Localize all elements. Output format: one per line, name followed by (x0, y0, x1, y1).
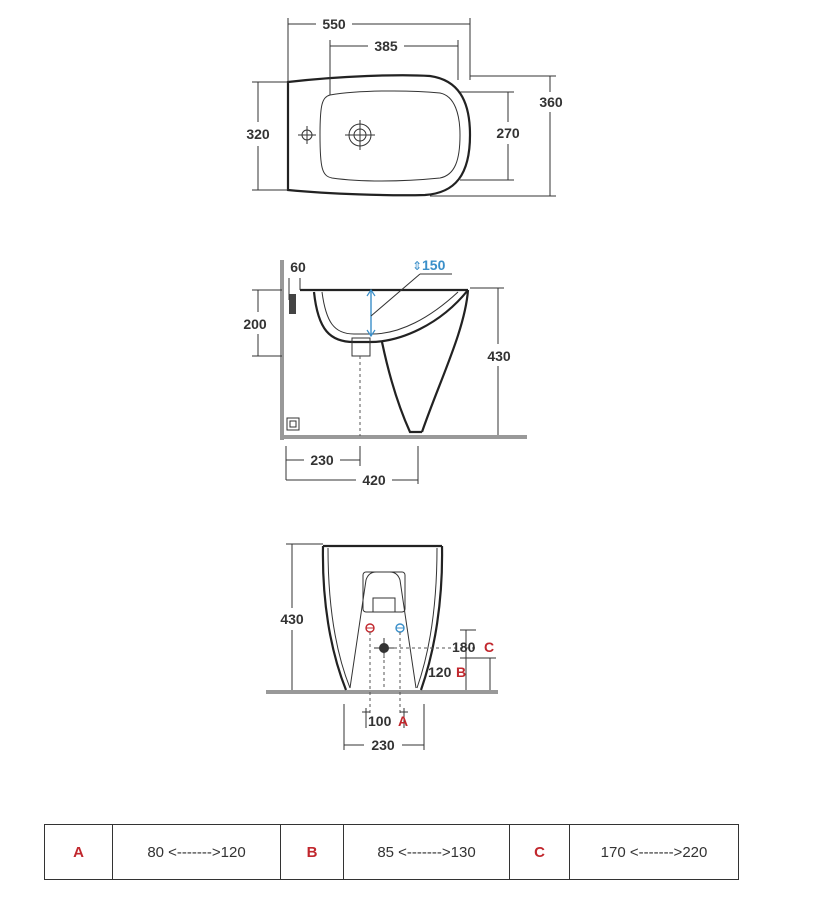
dim-b-key: B (456, 664, 466, 680)
dim-550: 550 (322, 16, 346, 32)
spec-key-b: B (280, 824, 344, 880)
floor (280, 435, 527, 439)
top-view: 550 385 360 270 320 (246, 16, 563, 197)
dim-420: 420 (362, 472, 386, 488)
wall (280, 260, 284, 440)
dim-120: 120 (428, 664, 452, 680)
dim-430-side: 430 (487, 348, 511, 364)
spec-table: A 80 <------->120 B 85 <------->130 C 17… (44, 824, 739, 880)
dim-200: 200 (243, 316, 267, 332)
dim-430-front: 430 (280, 611, 304, 627)
spec-range-c: 170 <------->220 (569, 824, 739, 880)
dim-270: 270 (496, 125, 520, 141)
dim-a-key: A (398, 713, 408, 729)
technical-drawing: 550 385 360 270 320 (243, 16, 563, 753)
water-level-icon: ⇕ (412, 259, 422, 273)
dim-150: 150 (422, 257, 446, 273)
dim-c-key: C (484, 639, 494, 655)
dim-230-side: 230 (310, 452, 334, 468)
table-row: A 80 <------->120 B 85 <------->130 C 17… (44, 824, 739, 880)
dim-230-front: 230 (371, 737, 395, 753)
top-view-bowl (319, 90, 461, 182)
spec-range-a: 80 <------->120 (112, 824, 281, 880)
dim-60: 60 (290, 259, 306, 275)
dim-385: 385 (374, 38, 398, 54)
dim-360: 360 (539, 94, 563, 110)
spec-range-b: 85 <------->130 (343, 824, 510, 880)
front-view: 430 180 C 120 B 100 A 230 (266, 543, 498, 753)
side-view: ⇕ 150 60 200 430 230 420 (243, 257, 527, 488)
floor-front (266, 690, 498, 694)
spec-key-a: A (44, 824, 113, 880)
top-view-outline (286, 74, 472, 197)
dim-100: 100 (368, 713, 392, 729)
dim-180: 180 (452, 639, 476, 655)
spec-key-c: C (509, 824, 570, 880)
dim-320: 320 (246, 126, 270, 142)
